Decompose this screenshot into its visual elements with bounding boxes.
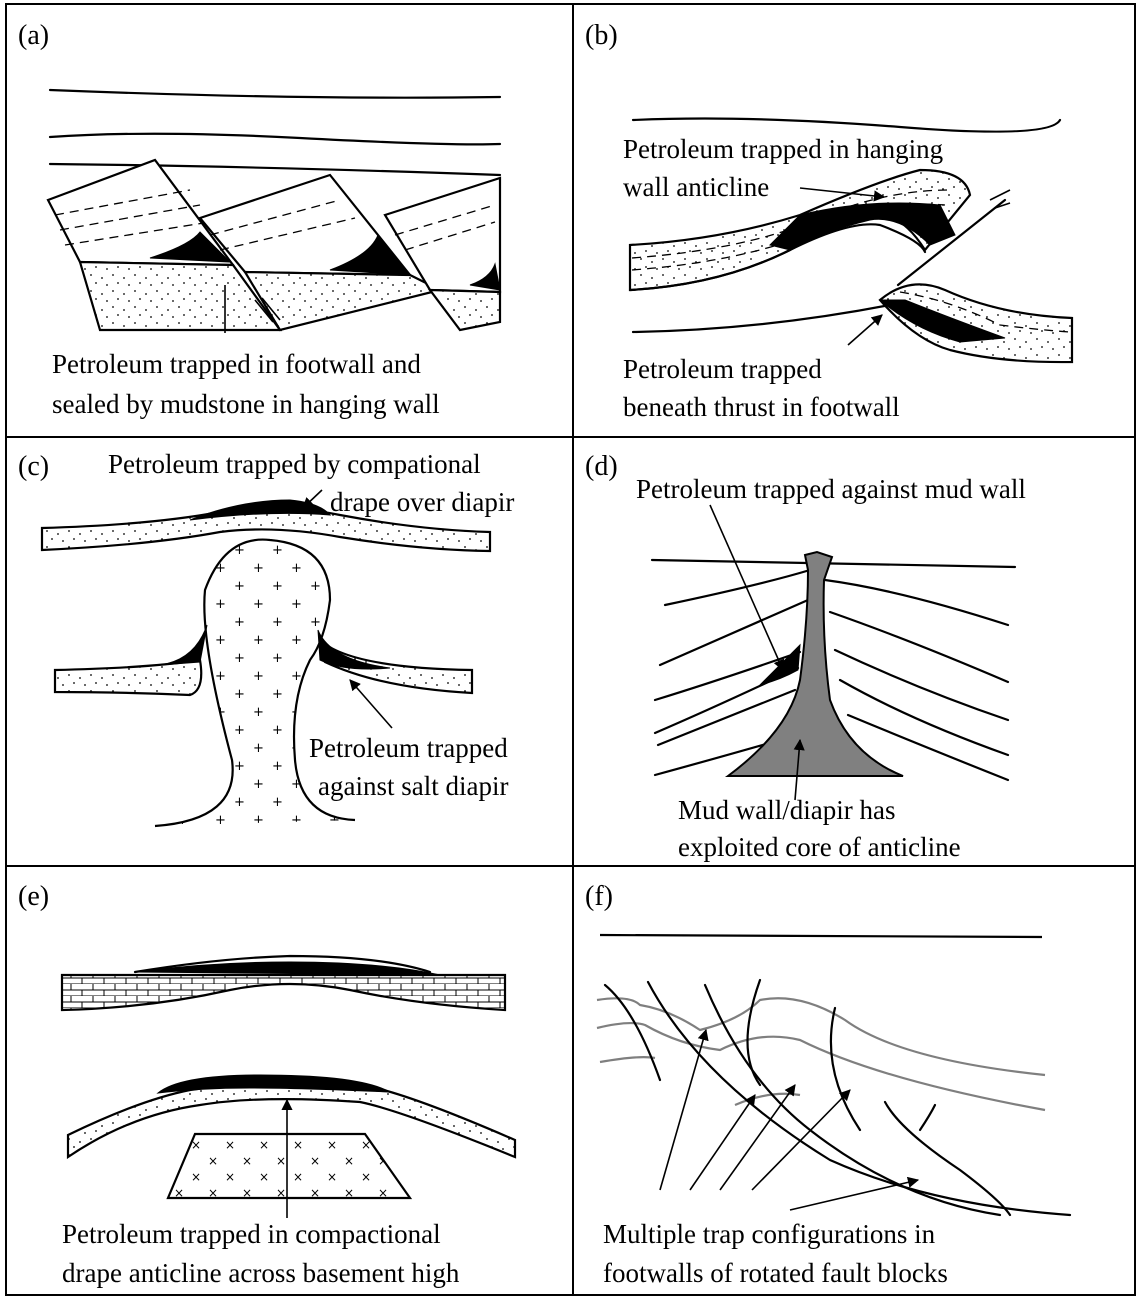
panel-a-label: (a) xyxy=(18,20,49,51)
panel-f-label: (f) xyxy=(585,881,613,912)
panel-a: (a) Petroleum trapped in footwall and se… xyxy=(18,20,500,419)
panel-c-caption-line3: Petroleum trapped xyxy=(309,733,508,763)
panel-f-caption-line1: Multiple trap configurations in xyxy=(603,1219,936,1249)
panel-e: (e) Petroleum trapped in compactional dr… xyxy=(18,881,515,1288)
panel-a-caption-line1: Petroleum trapped in footwall and xyxy=(52,349,421,379)
panel-b-label: (b) xyxy=(585,20,618,51)
panel-e-caption-line2: drape anticline across basement high xyxy=(62,1258,460,1288)
panel-b-caption-line3: Petroleum trapped xyxy=(623,354,822,384)
panel-d: (d) Petroleum trapped against mud wall M… xyxy=(585,451,1026,862)
panel-c-label: (c) xyxy=(18,451,49,482)
panel-b: (b) Petroleum trapped in hanging wall an… xyxy=(585,20,1072,422)
panel-f: (f) Multiple trap configurations in foot… xyxy=(585,881,1070,1288)
panel-b-caption-line2: wall anticline xyxy=(623,172,769,202)
panel-e-label: (e) xyxy=(18,881,49,912)
panel-c-caption-line4: against salt diapir xyxy=(318,771,508,801)
panel-d-caption-line2: Mud wall/diapir has xyxy=(678,795,895,825)
panel-c-caption-line2: drape over diapir xyxy=(330,487,514,517)
panel-a-caption-line2: sealed by mudstone in hanging wall xyxy=(52,389,440,419)
panel-c-caption-line1: Petroleum trapped by compational xyxy=(108,449,481,479)
panel-b-caption-line4: beneath thrust in footwall xyxy=(623,392,900,422)
panel-b-caption-line1: Petroleum trapped in hanging xyxy=(623,134,943,164)
panel-f-caption-line2: footwalls of rotated fault blocks xyxy=(603,1258,948,1288)
panel-d-label: (d) xyxy=(585,451,618,482)
panel-e-caption-line1: Petroleum trapped in compactional xyxy=(62,1219,441,1249)
panel-d-caption-line3: exploited core of anticline xyxy=(678,832,961,862)
panel-c: (c) Petroleum trapped by compational dra… xyxy=(18,449,514,826)
panel-d-caption-line1: Petroleum trapped against mud wall xyxy=(636,474,1026,504)
